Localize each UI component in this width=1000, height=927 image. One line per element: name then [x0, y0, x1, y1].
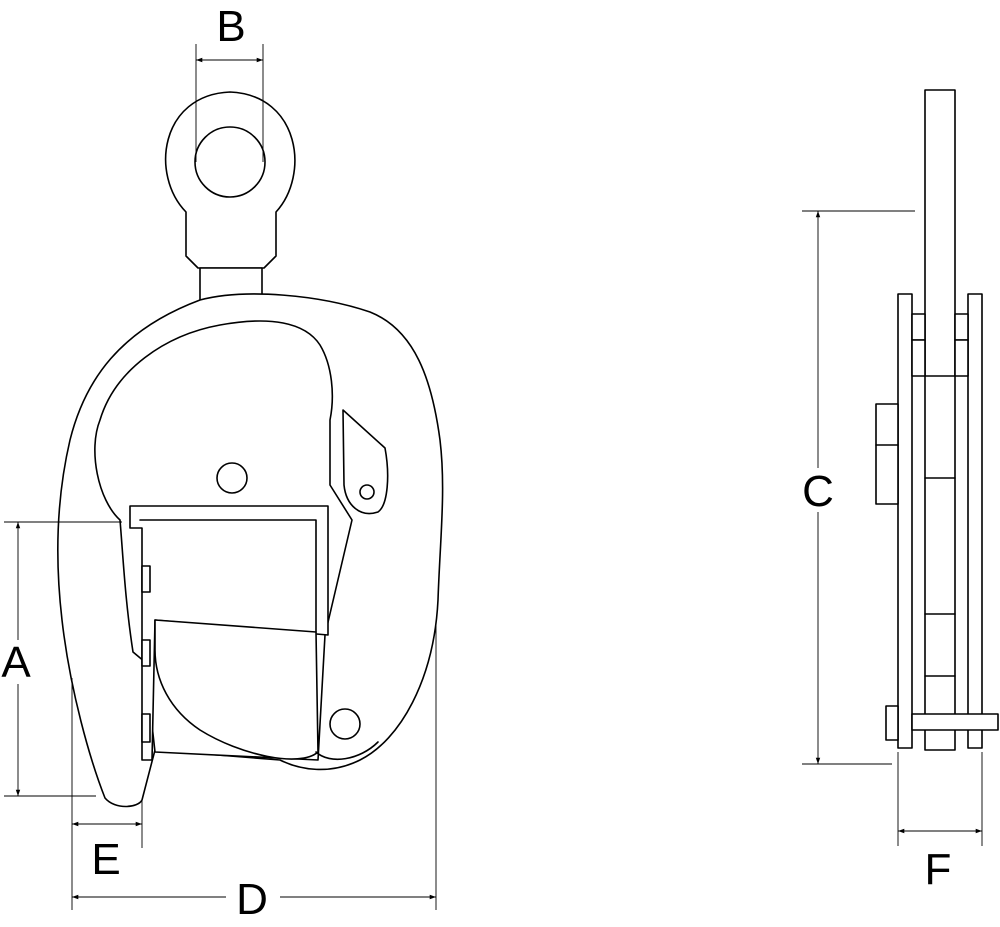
bolt-shaft: [911, 713, 999, 731]
latch-pin: [359, 484, 375, 500]
cam-pivot: [329, 708, 361, 740]
dimension-d: [72, 622, 437, 910]
dimension-c: [802, 210, 915, 765]
spacer-mid-right: [954, 339, 969, 377]
side-plate-right: [967, 293, 983, 749]
label-a: A: [1, 638, 31, 687]
bolt-head: [885, 705, 899, 741]
dimension-b: [195, 44, 264, 162]
latch-plate: [342, 409, 389, 515]
label-e: E: [91, 835, 120, 884]
dimension-a: [4, 521, 122, 797]
eye-hole: [194, 126, 266, 198]
lifting-eye: [164, 91, 296, 301]
center-shank: [924, 89, 956, 751]
jaw-pad-1: [141, 565, 151, 593]
jaw-pad-2: [141, 639, 151, 667]
front-view: [56, 91, 444, 808]
side-boss: [875, 403, 899, 505]
label-f: F: [925, 845, 952, 894]
jaw-pad-3: [141, 713, 151, 743]
spacer-upper-left: [911, 313, 926, 341]
label-d: D: [236, 875, 268, 924]
jaw-opening: [129, 505, 329, 761]
cam-lever: [154, 619, 319, 760]
dimension-f: [897, 752, 983, 846]
side-plate-left: [897, 293, 913, 749]
body-pivot-hole: [216, 462, 248, 494]
label-b: B: [216, 2, 245, 51]
label-c: C: [802, 467, 834, 516]
spacer-mid-left: [911, 339, 926, 377]
spacer-upper-right: [954, 313, 969, 341]
dimension-e: [71, 678, 143, 910]
side-view: [875, 89, 999, 751]
